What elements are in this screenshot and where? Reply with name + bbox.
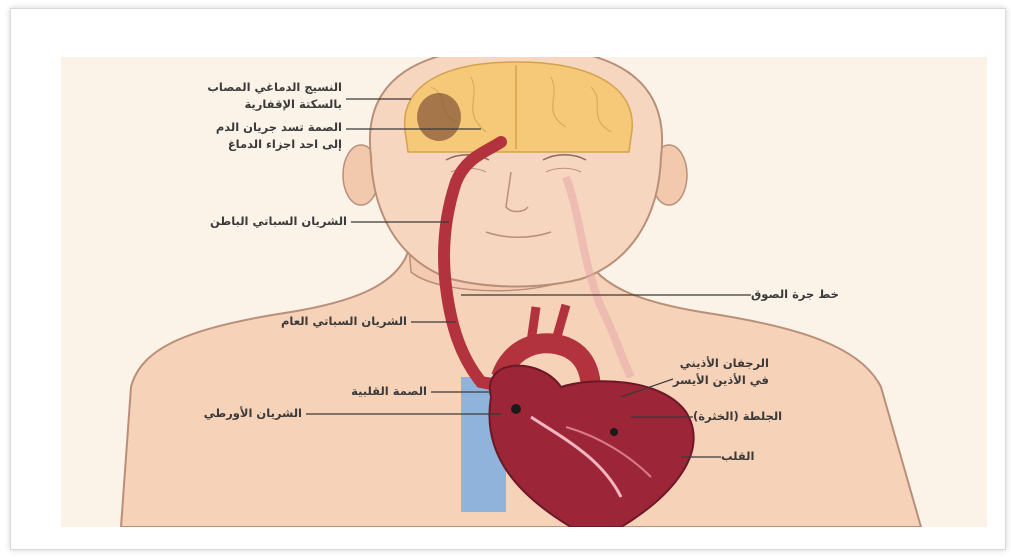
label-clot-line2: إلى احد اجزاء الدماغ xyxy=(216,136,342,153)
label-aorta: الشريان الأورطي xyxy=(204,405,302,422)
label-common-carotid: الشريان السباتي العام xyxy=(281,313,407,330)
label-brain-tissue-line1: النسيج الدماغي المصاب xyxy=(207,79,342,96)
label-skin-line: خط جرة الصوق xyxy=(751,286,839,303)
label-clot-line1: الصمة تسد جريان الدم xyxy=(216,119,342,136)
label-heart: القلب xyxy=(721,448,754,465)
anatomy-illustration xyxy=(61,57,987,527)
cardiac-embolus-dot xyxy=(511,404,521,414)
infarct-area xyxy=(417,93,461,141)
label-af-line2: في الأذين الأيسر xyxy=(673,372,769,389)
label-clot: الجلطة (الخثرة) xyxy=(693,408,782,425)
label-atrial-fibrillation: الرجفان الأذيني في الأذين الأيسر xyxy=(673,355,769,389)
label-brain-tissue: النسيج الدماغي المصاب بالسكتة الإقفارية xyxy=(207,79,342,113)
atrial-clot-dot xyxy=(610,428,618,436)
label-cardiac-embolus: الصمة القلبية xyxy=(351,383,427,400)
illustration-panel: النسيج الدماغي المصاب بالسكتة الإقفارية … xyxy=(61,57,987,527)
image-frame: النسيج الدماغي المصاب بالسكتة الإقفارية … xyxy=(10,8,1006,550)
label-af-line1: الرجفان الأذيني xyxy=(673,355,769,372)
label-brain-tissue-line2: بالسكتة الإقفارية xyxy=(207,96,342,113)
label-internal-carotid: الشريان السباتي الباطن xyxy=(210,213,347,230)
label-clot-block: الصمة تسد جريان الدم إلى احد اجزاء الدما… xyxy=(216,119,342,153)
